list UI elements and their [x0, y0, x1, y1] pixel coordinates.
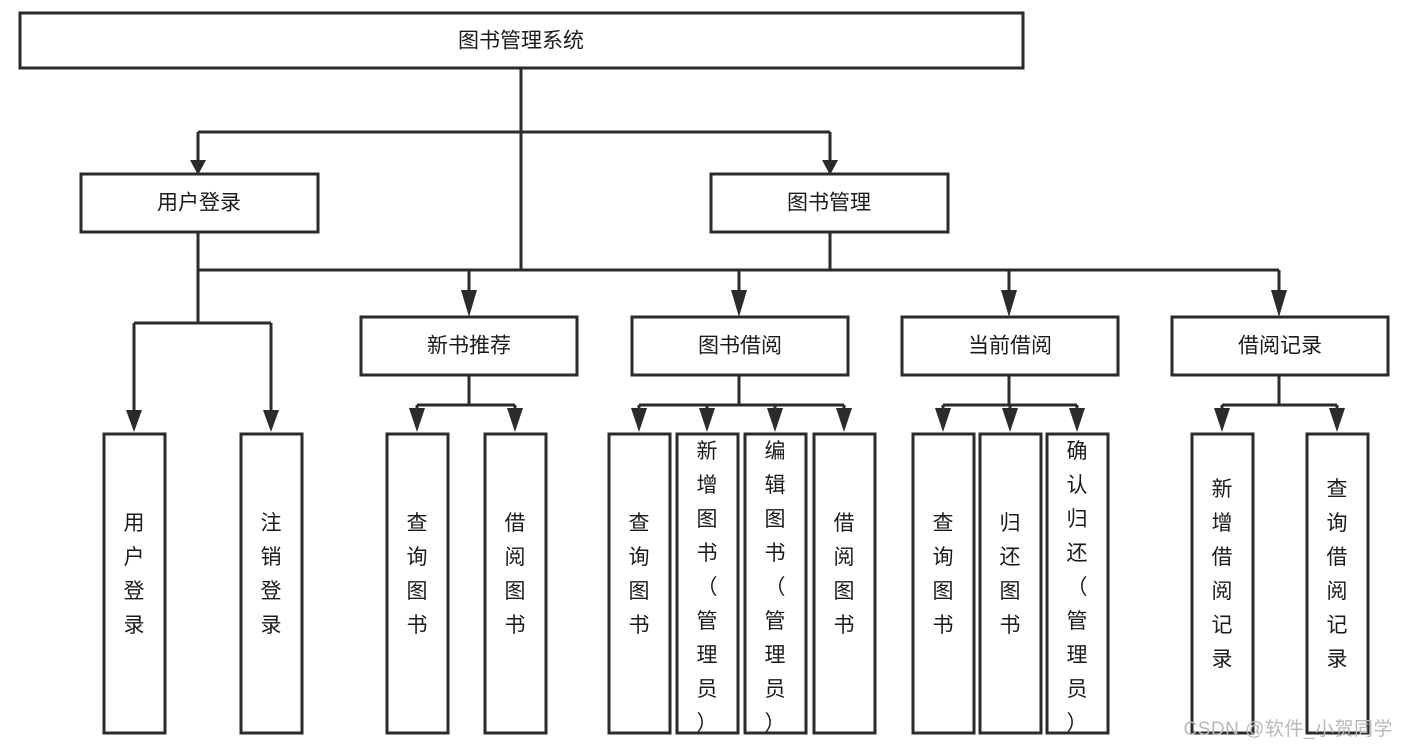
arrow-newbook-leaf-1 [409, 408, 425, 432]
current-borrow-label: 当前借阅 [968, 335, 1052, 358]
current-borrow-box[interactable] [900, 315, 1120, 377]
node-leaf-query-record[interactable]: 查询借阅记录 [1305, 432, 1370, 735]
leaf-query-book-1-box[interactable] [385, 432, 450, 735]
leaf-query-book-3-label: 查询图书 [933, 512, 954, 637]
arrow-root-to-book-management [822, 160, 838, 175]
node-leaf-borrow-book-2[interactable]: 借阅图书 [812, 432, 877, 735]
leaf-return-book-label: 归还图书 [1000, 512, 1021, 637]
node-borrow-record[interactable]: 借阅记录 [1170, 315, 1390, 377]
leaf-user-login-label: 用户登录 [124, 512, 145, 637]
leaf-confirm-return-box[interactable] [1045, 432, 1110, 735]
node-leaf-borrow-book-1[interactable]: 借阅图书 [483, 432, 548, 735]
node-leaf-add-record[interactable]: 新增借阅记录 [1190, 432, 1255, 735]
root-node-box[interactable] [18, 11, 1025, 70]
node-book-borrow[interactable]: 图书借阅 [630, 315, 850, 377]
node-leaf-user-login[interactable]: 用户登录 [102, 432, 167, 735]
arrow-currentborrow-leaf-1 [935, 408, 951, 432]
arrow-newbook-leaf-2 [507, 408, 523, 432]
leaf-query-book-1-label: 查询图书 [407, 512, 428, 637]
node-leaf-query-book-1[interactable]: 查询图书 [385, 432, 450, 735]
leaf-add-record-label: 新增借阅记录 [1212, 478, 1233, 671]
node-leaf-logout-login[interactable]: 注销登录 [239, 432, 304, 735]
node-book-management[interactable]: 图书管理 [709, 172, 950, 234]
leaf-query-record-label: 查询借阅记录 [1327, 478, 1348, 671]
leaf-logout-login-box[interactable] [239, 432, 304, 735]
node-root-book-management-system[interactable]: 图书管理系统 [18, 11, 1025, 70]
node-leaf-query-book-2[interactable]: 查询图书 [607, 432, 672, 735]
arrow-currentborrow-leaf-3 [1069, 408, 1085, 432]
root-node-label: 图书管理系统 [458, 30, 584, 53]
book-management-box[interactable] [709, 172, 950, 234]
leaf-query-book-2-box[interactable] [607, 432, 672, 735]
leaf-logout-login-label: 注销登录 [261, 512, 282, 637]
leaf-user-login-box[interactable] [102, 432, 167, 735]
arrow-bookborrow-leaf-3 [767, 408, 783, 432]
borrow-record-box[interactable] [1170, 315, 1390, 377]
arrow-borrowrecord-leaf-1 [1214, 408, 1230, 432]
leaf-query-book-3-box[interactable] [911, 432, 976, 735]
arrow-bookborrow-leaf-4 [836, 408, 852, 432]
user-login-label: 用户登录 [157, 192, 241, 215]
arrow-bookmgmt-child-3 [1001, 290, 1017, 317]
new-book-recommend-box[interactable] [359, 315, 579, 377]
leaf-edit-book-label: 编辑图书（管理员） [765, 440, 786, 735]
arrow-bookmgmt-child-4 [1271, 290, 1287, 317]
leaf-borrow-book-2-label: 借阅图书 [834, 512, 855, 637]
node-new-book-recommend[interactable]: 新书推荐 [359, 315, 579, 377]
new-book-recommend-label: 新书推荐 [427, 335, 511, 358]
leaf-query-book-2-label: 查询图书 [629, 512, 650, 637]
user-login-box[interactable] [79, 172, 320, 234]
leaf-return-book-box[interactable] [978, 432, 1043, 735]
node-leaf-query-book-3[interactable]: 查询图书 [911, 432, 976, 735]
node-leaf-edit-book[interactable]: 编辑图书（管理员） [743, 432, 808, 735]
arrow-root-to-user-login [190, 160, 206, 175]
node-current-borrow[interactable]: 当前借阅 [900, 315, 1120, 377]
book-management-label: 图书管理 [787, 192, 871, 215]
book-borrow-box[interactable] [630, 315, 850, 377]
arrow-bookborrow-leaf-1 [631, 408, 647, 432]
leaf-borrow-book-1-box[interactable] [483, 432, 548, 735]
arrow-userlogin-leaf-2 [263, 410, 279, 432]
arrow-userlogin-leaf-1 [126, 410, 142, 432]
borrow-record-label: 借阅记录 [1238, 335, 1322, 358]
leaf-add-record-box[interactable] [1190, 432, 1255, 735]
arrow-bookmgmt-child-1 [461, 290, 477, 317]
leaf-confirm-return-label: 确认归还（管理员） [1067, 440, 1088, 735]
leaf-edit-book-box[interactable] [743, 432, 808, 735]
book-borrow-label: 图书借阅 [698, 335, 782, 358]
leaf-borrow-book-2-box[interactable] [812, 432, 877, 735]
node-leaf-confirm-return[interactable]: 确认归还（管理员） [1045, 432, 1110, 735]
arrow-currentborrow-leaf-2 [1002, 408, 1018, 432]
arrow-bookborrow-leaf-2 [699, 408, 715, 432]
arrow-bookmgmt-child-2 [731, 290, 747, 317]
leaf-query-record-box[interactable] [1305, 432, 1370, 735]
connector-layer [126, 68, 1345, 432]
node-leaf-return-book[interactable]: 归还图书 [978, 432, 1043, 735]
arrow-borrowrecord-leaf-2 [1329, 408, 1345, 432]
node-user-login[interactable]: 用户登录 [79, 172, 320, 234]
leaf-borrow-book-1-label: 借阅图书 [505, 512, 526, 637]
leaf-add-book-box[interactable] [675, 432, 740, 735]
leaf-add-book-label: 新增图书（管理员） [697, 440, 718, 735]
node-leaf-add-book[interactable]: 新增图书（管理员） [675, 432, 740, 735]
